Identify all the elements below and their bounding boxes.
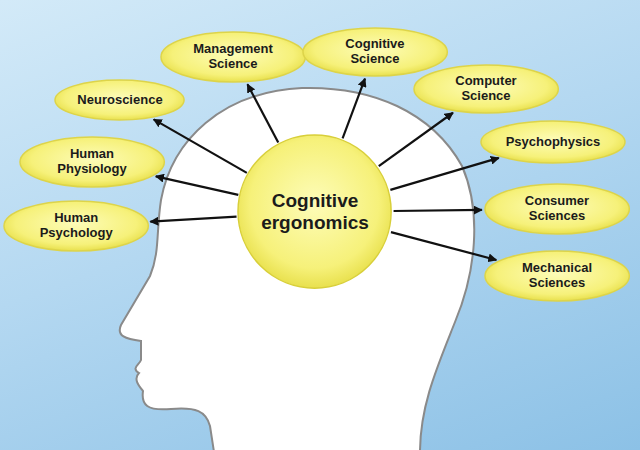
- discipline-ellipse: Psychophysics: [480, 120, 626, 164]
- discipline-ellipse: Mechanical Sciences: [484, 250, 630, 302]
- hub-circle: Cognitive ergonomics: [237, 134, 392, 289]
- arrow-connector: [156, 176, 239, 194]
- discipline-ellipse: Neuroscience: [54, 79, 185, 121]
- arrow-connector: [379, 113, 453, 166]
- discipline-ellipse: Human Psychology: [3, 200, 149, 252]
- discipline-label: Computer Science: [438, 74, 534, 104]
- discipline-label: Psychophysics: [506, 135, 601, 150]
- arrow-connector: [394, 210, 482, 211]
- arrow-connector: [150, 217, 236, 222]
- discipline-label: Consumer Sciences: [509, 194, 605, 224]
- hub-label: Cognitive ergonomics: [250, 190, 380, 234]
- discipline-label: Cognitive Science: [327, 37, 423, 67]
- discipline-ellipse: Computer Science: [413, 64, 559, 114]
- discipline-label: Management Science: [185, 42, 281, 72]
- discipline-label: Human Psychology: [28, 211, 124, 241]
- arrow-connector: [391, 232, 496, 260]
- arrow-connector: [154, 119, 247, 173]
- discipline-ellipse: Human Physiology: [19, 136, 165, 188]
- arrow-connector: [247, 84, 278, 142]
- arrow-connector: [390, 158, 498, 190]
- discipline-label: Human Physiology: [44, 147, 140, 177]
- head-silhouette: [120, 88, 475, 450]
- discipline-ellipse: Management Science: [160, 31, 306, 83]
- discipline-ellipse: Cognitive Science: [302, 27, 448, 77]
- arrow-connector: [343, 79, 365, 139]
- discipline-ellipse: Consumer Sciences: [484, 183, 630, 235]
- discipline-label: Neuroscience: [77, 93, 162, 108]
- discipline-label: Mechanical Sciences: [509, 261, 605, 291]
